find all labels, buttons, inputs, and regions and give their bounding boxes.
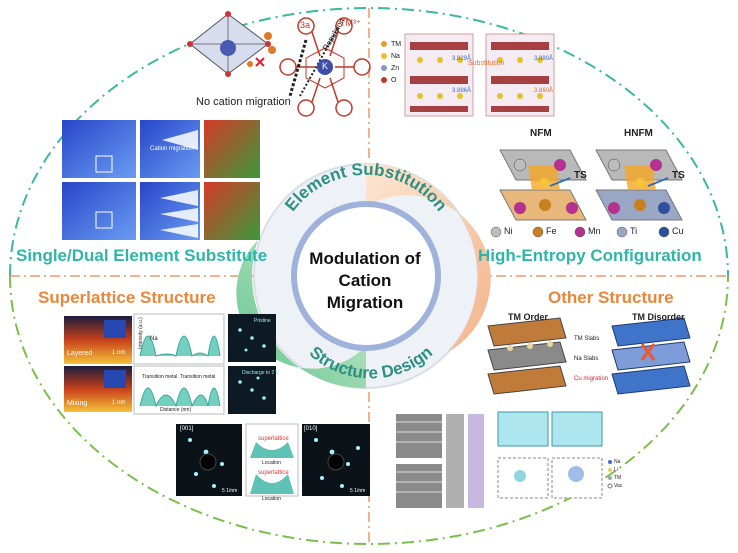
element-legend: [490, 226, 670, 238]
element-dot-ti: [616, 226, 628, 238]
ts-label-2: TS: [672, 170, 685, 181]
legend-zn: Zn: [391, 65, 400, 72]
na-peak-label: Na: [150, 336, 158, 342]
legend-vac: Vac: [614, 483, 623, 489]
zone-axis-001: [001]: [180, 426, 194, 432]
legend-li: Li: [614, 467, 618, 473]
legend-na-br: Na: [614, 459, 621, 465]
label-superlattice: Superlattice Structure: [38, 288, 216, 307]
scale-bar-3: 5 1/nm: [222, 488, 238, 494]
element-label-ti: Ti: [630, 226, 638, 236]
tm-peak-label-1: Transition metal: [142, 374, 178, 380]
legend-na: Na: [391, 53, 400, 60]
tm-disorder-structure: [611, 317, 691, 395]
octahedron-schematic: [187, 11, 276, 77]
discharge-label: Discharge to 2 V: [242, 370, 279, 376]
legend-tm-br: TM: [614, 475, 622, 481]
legend-tm: TM: [391, 41, 402, 48]
element-dot-mn: [574, 226, 586, 238]
element-dot-ni: [490, 226, 502, 238]
zone-axis-010: [010]: [304, 426, 318, 432]
label-other-structure: Other Structure: [548, 288, 674, 307]
k-ion: [317, 59, 333, 75]
distance-axis-label: Distance (nm): [160, 407, 192, 413]
center-ring: [236, 163, 491, 389]
ts-arrow-1: [549, 177, 571, 187]
label-single-dual: Single/Dual Element Substitute: [16, 246, 268, 265]
element-label-cu: Cu: [672, 226, 684, 236]
location-label-2: Location: [262, 496, 281, 502]
pristine-label: Pristine: [254, 318, 271, 324]
element-label-ni: Ni: [504, 226, 513, 236]
mixing-label: Mixing: [67, 400, 88, 407]
stem-images: [62, 120, 260, 240]
distance-4: 3.860Å: [534, 88, 554, 94]
legend-o: O: [391, 77, 397, 84]
layered-label: Layered: [67, 350, 93, 357]
cation-migration-label: Cation migration: [150, 146, 194, 152]
lattice-sketches: [497, 411, 613, 499]
stem-strips: [396, 414, 484, 508]
tm-order-label: TM Order: [508, 312, 549, 322]
center-title: Modulation of Cation Migration: [300, 248, 430, 314]
element-label-mn: Mn: [588, 226, 601, 236]
location-label-1: Location: [262, 460, 281, 466]
scale-bar-1: 1 nm: [112, 350, 126, 356]
tm-slabs-label: TM Slabs: [574, 336, 600, 342]
distance-1: 3.829Å: [452, 56, 472, 62]
hnfm-label: HNFM: [624, 128, 653, 139]
site-3a-label: 3a: [300, 20, 311, 30]
element-dot-fe: [532, 226, 544, 238]
label-high-entropy: High-Entropy Configuration: [478, 246, 702, 265]
substitution-label: Substitution: [468, 60, 505, 67]
structure-legend: TM Na Zn O: [391, 39, 401, 87]
repulsion-network: [279, 17, 371, 117]
element-dot-cu: [658, 226, 670, 238]
center-title-line3: Migration: [326, 293, 404, 312]
cu-migration-label: Cu migration: [574, 376, 609, 382]
no-cation-migration-label: No cation migration: [196, 96, 291, 108]
tm-ion-label: TM³⁺: [340, 18, 361, 28]
center-title-line2: Cation: [338, 271, 392, 290]
center-title-line1: Modulation of: [309, 249, 421, 268]
superlattice-label-1: superlattice: [258, 436, 289, 442]
hnfm-structure: [595, 149, 683, 221]
tm-disorder-label: TM Disorder: [632, 312, 685, 322]
saed-panels: [176, 423, 370, 497]
tm-order-structure: [487, 317, 567, 395]
scale-bar-2: 1 nm: [112, 400, 126, 406]
k-ion-label: K: [322, 61, 329, 71]
na-slabs-label: Na Slabs: [574, 356, 599, 362]
nfm-structure: [499, 149, 587, 221]
ts-label-1: TS: [574, 170, 587, 181]
tm-peak-label-2: Transition metal: [180, 374, 216, 380]
nfm-label: NFM: [530, 128, 552, 139]
scale-bar-4: 5 1/nm: [350, 488, 366, 494]
distance-2: 3.886Å: [452, 88, 472, 94]
superlattice-label-2: superlattice: [258, 470, 289, 476]
intensity-axis-label: Intensity (a.u.): [137, 317, 144, 349]
ts-arrow-2: [647, 177, 669, 187]
superlattice-panels: [64, 313, 276, 415]
vacancy-legend: Na Li TM Vac: [614, 458, 622, 490]
distance-3: 3.880Å: [534, 56, 554, 62]
crystal-blocks: [381, 33, 555, 117]
element-label-fe: Fe: [546, 226, 557, 236]
